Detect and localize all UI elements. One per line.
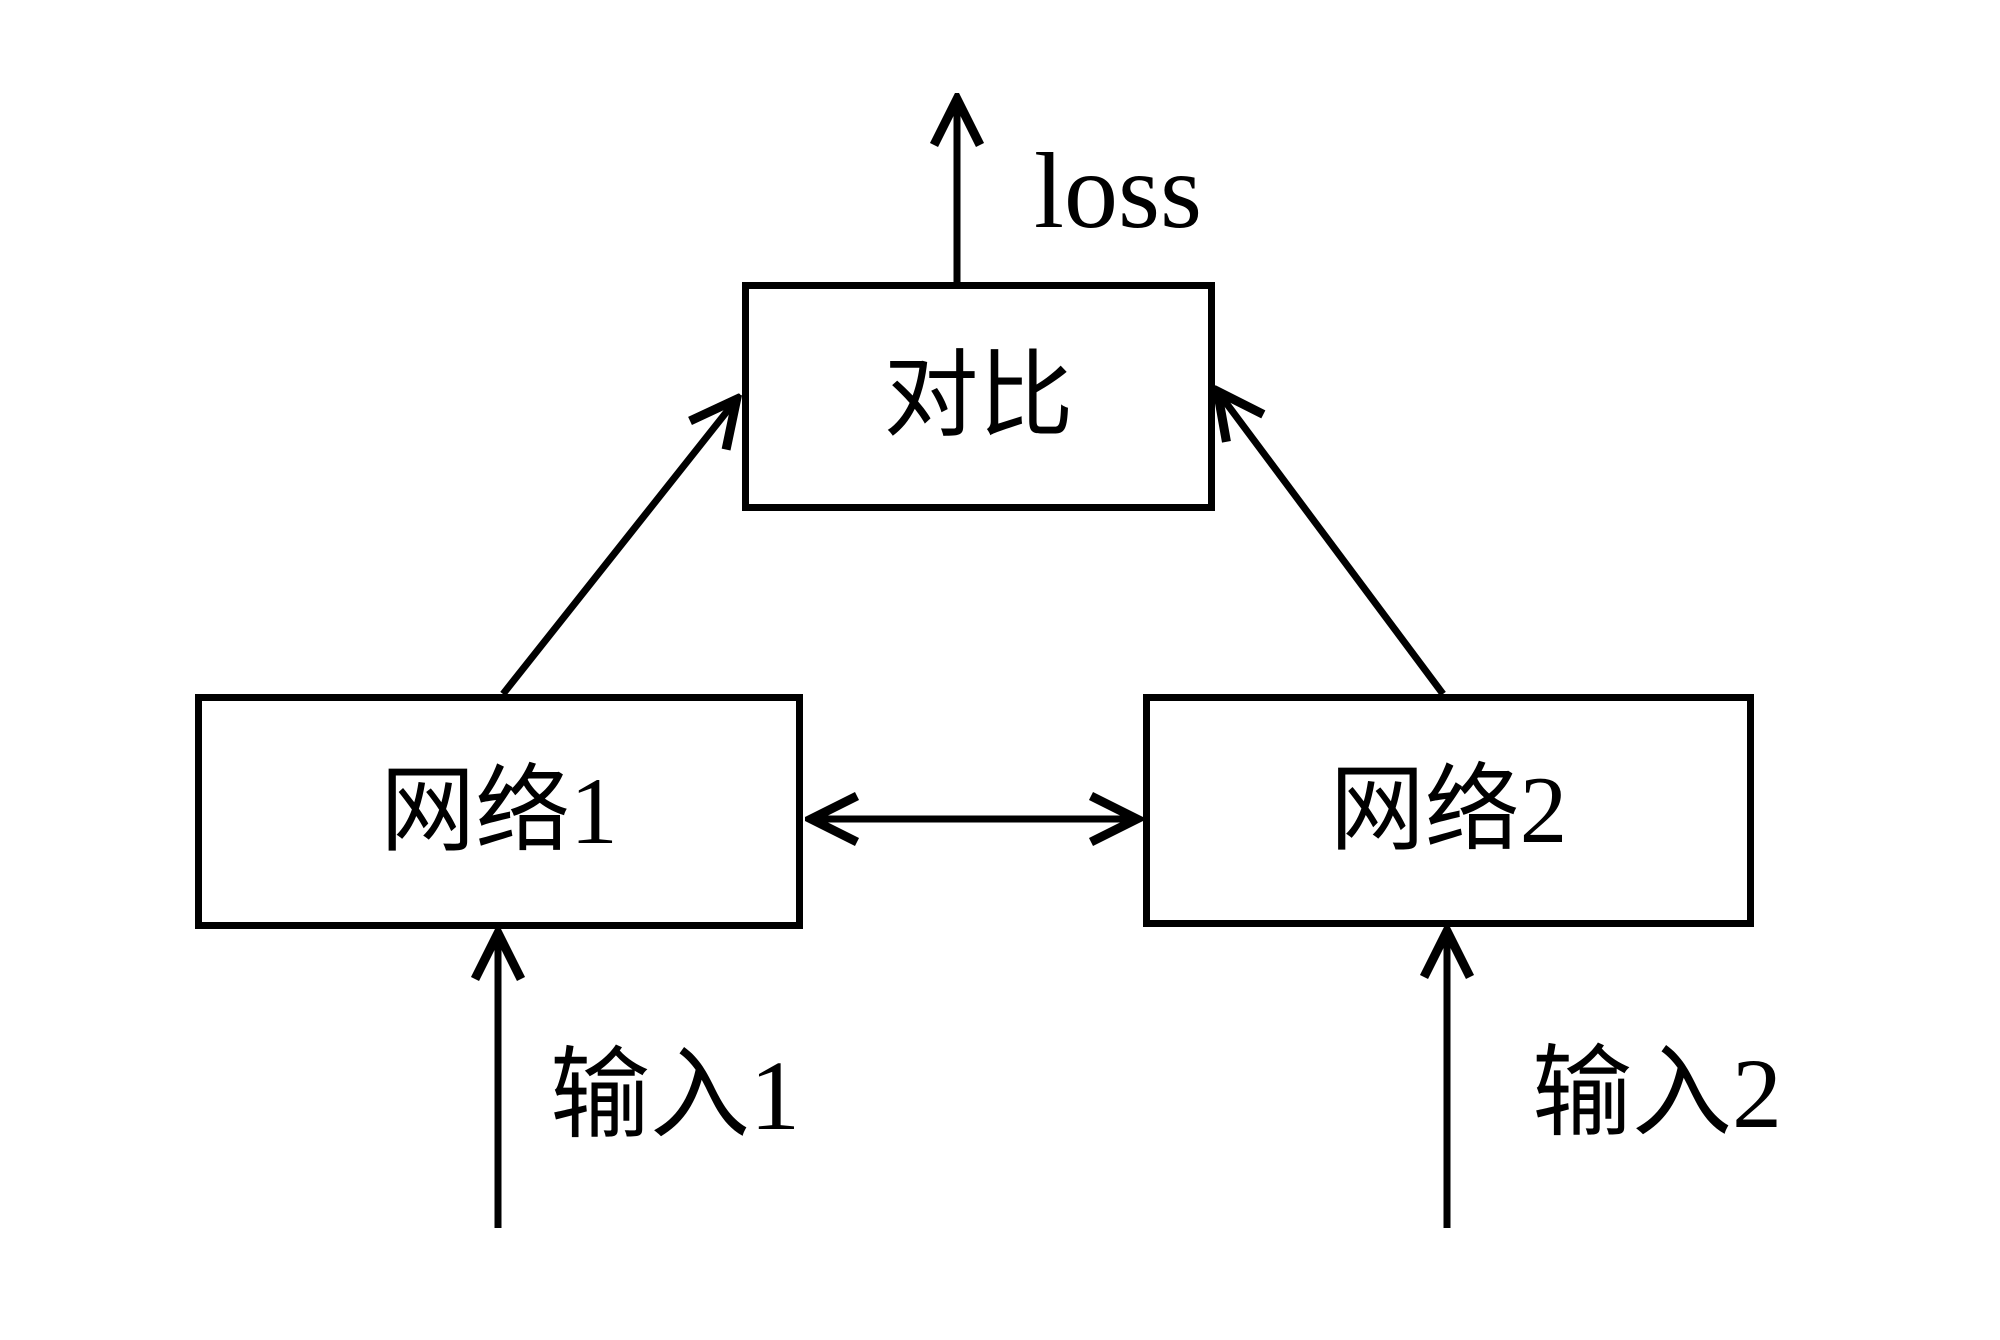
node-compare-label: 对比: [883, 343, 1074, 449]
node-network2-label: 网络2: [1329, 757, 1568, 863]
node-compare: 对比: [742, 282, 1215, 511]
arrow-network1-to-compare: [500, 400, 736, 697]
node-network1-label: 网络1: [380, 758, 618, 864]
node-network1: 网络1: [195, 694, 803, 929]
node-network2: 网络2: [1143, 694, 1754, 927]
loss-label: loss: [1034, 132, 1203, 251]
arrow-network2-to-compare: [1218, 392, 1446, 697]
input1-label: 输入1: [550, 1040, 800, 1151]
input2-label: 输入2: [1532, 1038, 1782, 1149]
